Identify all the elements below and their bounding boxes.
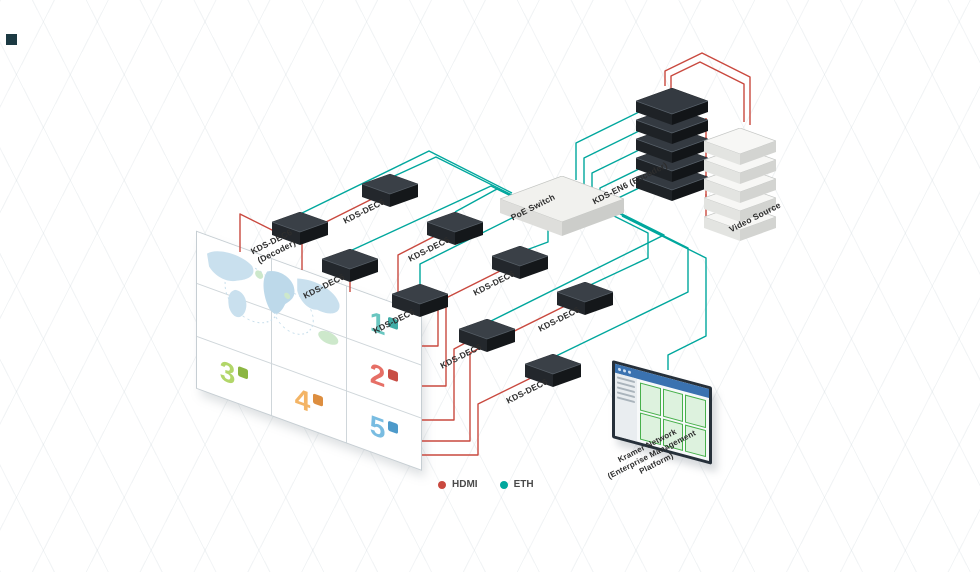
eth-legend-label: ETH [513, 479, 534, 490]
legend-item-hdmi: HDMI [438, 479, 478, 490]
hdmi-color-dot [438, 480, 446, 489]
legend: HDMI ETH [438, 479, 534, 490]
encoder-unit-1 [636, 88, 708, 126]
hdmi-legend-label: HDMI [452, 479, 478, 490]
monitor-sidebar [615, 372, 637, 442]
video-source-unit-1 [704, 128, 776, 166]
corner-mark [6, 34, 17, 45]
legend-item-eth: ETH [499, 479, 534, 490]
eth-wires [299, 111, 707, 370]
eth-color-dot [499, 480, 508, 489]
